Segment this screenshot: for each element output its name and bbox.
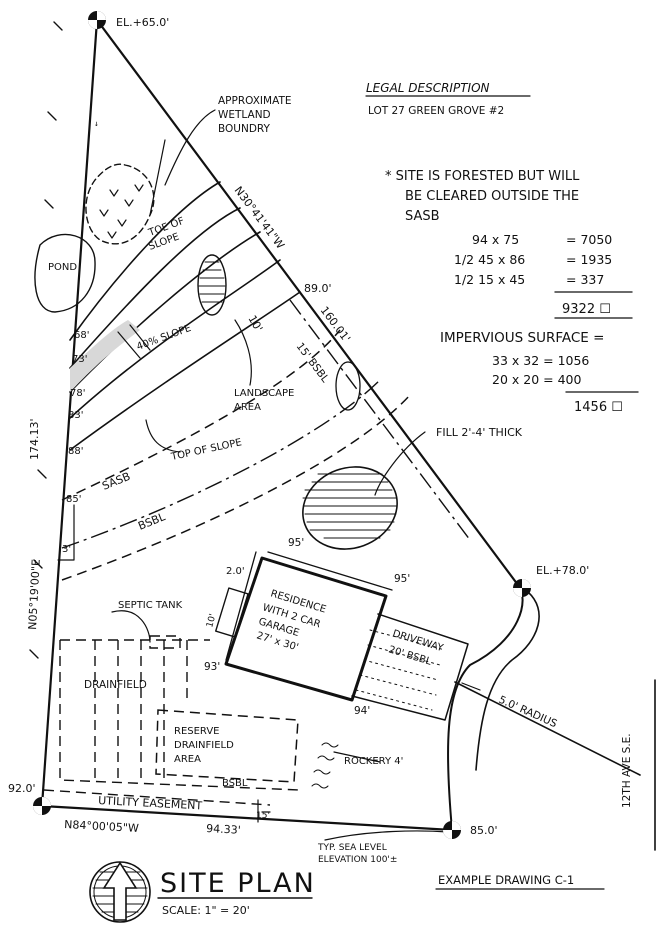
sasb-label: SASB <box>100 470 132 493</box>
leader-lines <box>145 319 481 841</box>
dim-15-bsbl: 15' BSBL <box>294 341 332 385</box>
septic-label: SEPTIC TANK <box>118 600 183 611</box>
benchmark-icon <box>443 821 461 839</box>
legal-lot: LOT 27 GREEN GROVE #2 <box>368 105 504 117</box>
north-arrow-icon <box>89 861 151 923</box>
contour-85: 85' <box>66 494 81 505</box>
calc-3-right: = 337 <box>566 272 604 287</box>
landscape-label-2: AREA <box>234 402 261 413</box>
avenue-label: 12TH AVE S.E. <box>621 733 633 808</box>
drainfield-label: DRAINFIELD <box>84 679 147 691</box>
impervious-2: 20 x 20 = 400 <box>492 372 581 387</box>
fill-label: FILL 2'-4' THICK <box>436 426 523 439</box>
dim-174: 174.13' <box>28 418 41 460</box>
bsbl-label: BSBL <box>136 510 168 533</box>
impervious-1: 33 x 32 = 1056 <box>492 353 589 368</box>
bearing-right: N30°41'41"W <box>232 184 287 252</box>
dim-2: 2.0' <box>226 566 245 577</box>
dim-15b: 15' <box>256 811 270 821</box>
contour-78: 78' <box>70 388 85 399</box>
slope-label: 40% SLOPE <box>135 323 193 353</box>
dim-3: 3' <box>62 544 71 555</box>
elevation-right: EL.+78.0' <box>536 564 589 577</box>
dim-95-right: 95' <box>394 573 410 585</box>
reserve-2: DRAINFIELD <box>174 740 234 751</box>
dim-95-top: 95' <box>288 537 304 549</box>
dim-10v: 10' <box>205 613 218 629</box>
drainfield <box>59 610 301 791</box>
bearing-bottom: N84°00'05"W <box>64 818 139 835</box>
benchmark-icon <box>513 579 531 597</box>
calc-2-left: 1/2 45 x 86 <box>454 252 525 267</box>
wetland-area: ↓ <box>34 109 216 313</box>
example-label: EXAMPLE DRAWING C-1 <box>438 873 574 887</box>
rockery <box>311 742 381 789</box>
dim-10: 10' <box>245 313 265 334</box>
elevation-bottom-right: 85.0' <box>470 824 498 837</box>
wetland-label-1: APPROXIMATE <box>218 95 292 107</box>
elevation-contour: 89.0' <box>304 282 332 295</box>
residence-footprint <box>215 551 393 702</box>
landscape-area <box>197 254 398 550</box>
reserve-3: AREA <box>174 754 201 765</box>
reserve-1: RESERVE <box>174 726 220 737</box>
area-total: 9322 ☐ <box>562 302 611 317</box>
driveway <box>351 613 469 721</box>
rockery-label: ROCKERY 4' <box>344 756 403 767</box>
contour-73: 73' <box>72 354 87 365</box>
title-scale: SCALE: 1" = 20' <box>162 904 250 917</box>
note-forest-2: BE CLEARED OUTSIDE THE <box>405 189 579 204</box>
benchmark-icon <box>33 797 51 815</box>
svg-text:↓: ↓ <box>94 119 99 128</box>
setback-lines <box>57 299 471 581</box>
impervious-label: IMPERVIOUS SURFACE = <box>440 330 604 346</box>
wetland-label-3: BOUNDRY <box>218 123 271 135</box>
dim-9433: 94.33' <box>206 822 241 837</box>
wetland-label-2: WETLAND <box>218 109 271 121</box>
impervious-total: 1456 ☐ <box>574 400 623 415</box>
bsbl-bottom: BSBL <box>222 778 248 789</box>
note-forest-1: * SITE IS FORESTED BUT WILL <box>385 169 580 184</box>
calc-1-left: 94 x 75 <box>472 232 519 247</box>
property-boundary <box>29 18 656 851</box>
dim-94: 94' <box>354 705 370 717</box>
contour-88: 88' <box>68 446 83 457</box>
pond-label: POND <box>48 262 77 273</box>
utility-label: UTILITY EASEMENT <box>98 794 203 812</box>
dim-93: 93' <box>204 661 220 673</box>
slope-contours <box>69 181 301 451</box>
radius-label: 5.0' RADIUS <box>497 694 559 731</box>
contour-83: 83' <box>68 410 83 421</box>
benchmark-icon <box>88 11 106 29</box>
bearing-left: N05°19'00"E <box>26 559 43 630</box>
calc-1-right: = 7050 <box>566 232 612 247</box>
elevation-top: EL.+65.0' <box>116 16 169 29</box>
contour-68: 68' <box>74 330 89 341</box>
calc-2-right: = 1935 <box>566 252 612 267</box>
sea-level-2: ELEVATION 100'± <box>318 855 397 865</box>
note-forest-3: SASB <box>405 209 440 224</box>
utility-easement <box>43 789 271 823</box>
landscape-label-1: LANDSCAPE <box>234 388 294 399</box>
elevation-bottom-left: 92.0' <box>8 782 36 795</box>
sea-level-1: TYP. SEA LEVEL <box>317 843 387 853</box>
legal-heading: LEGAL DESCRIPTION <box>366 81 490 95</box>
calc-3-left: 1/2 15 x 45 <box>454 272 525 287</box>
title-main: SITE PLAN <box>160 868 316 899</box>
